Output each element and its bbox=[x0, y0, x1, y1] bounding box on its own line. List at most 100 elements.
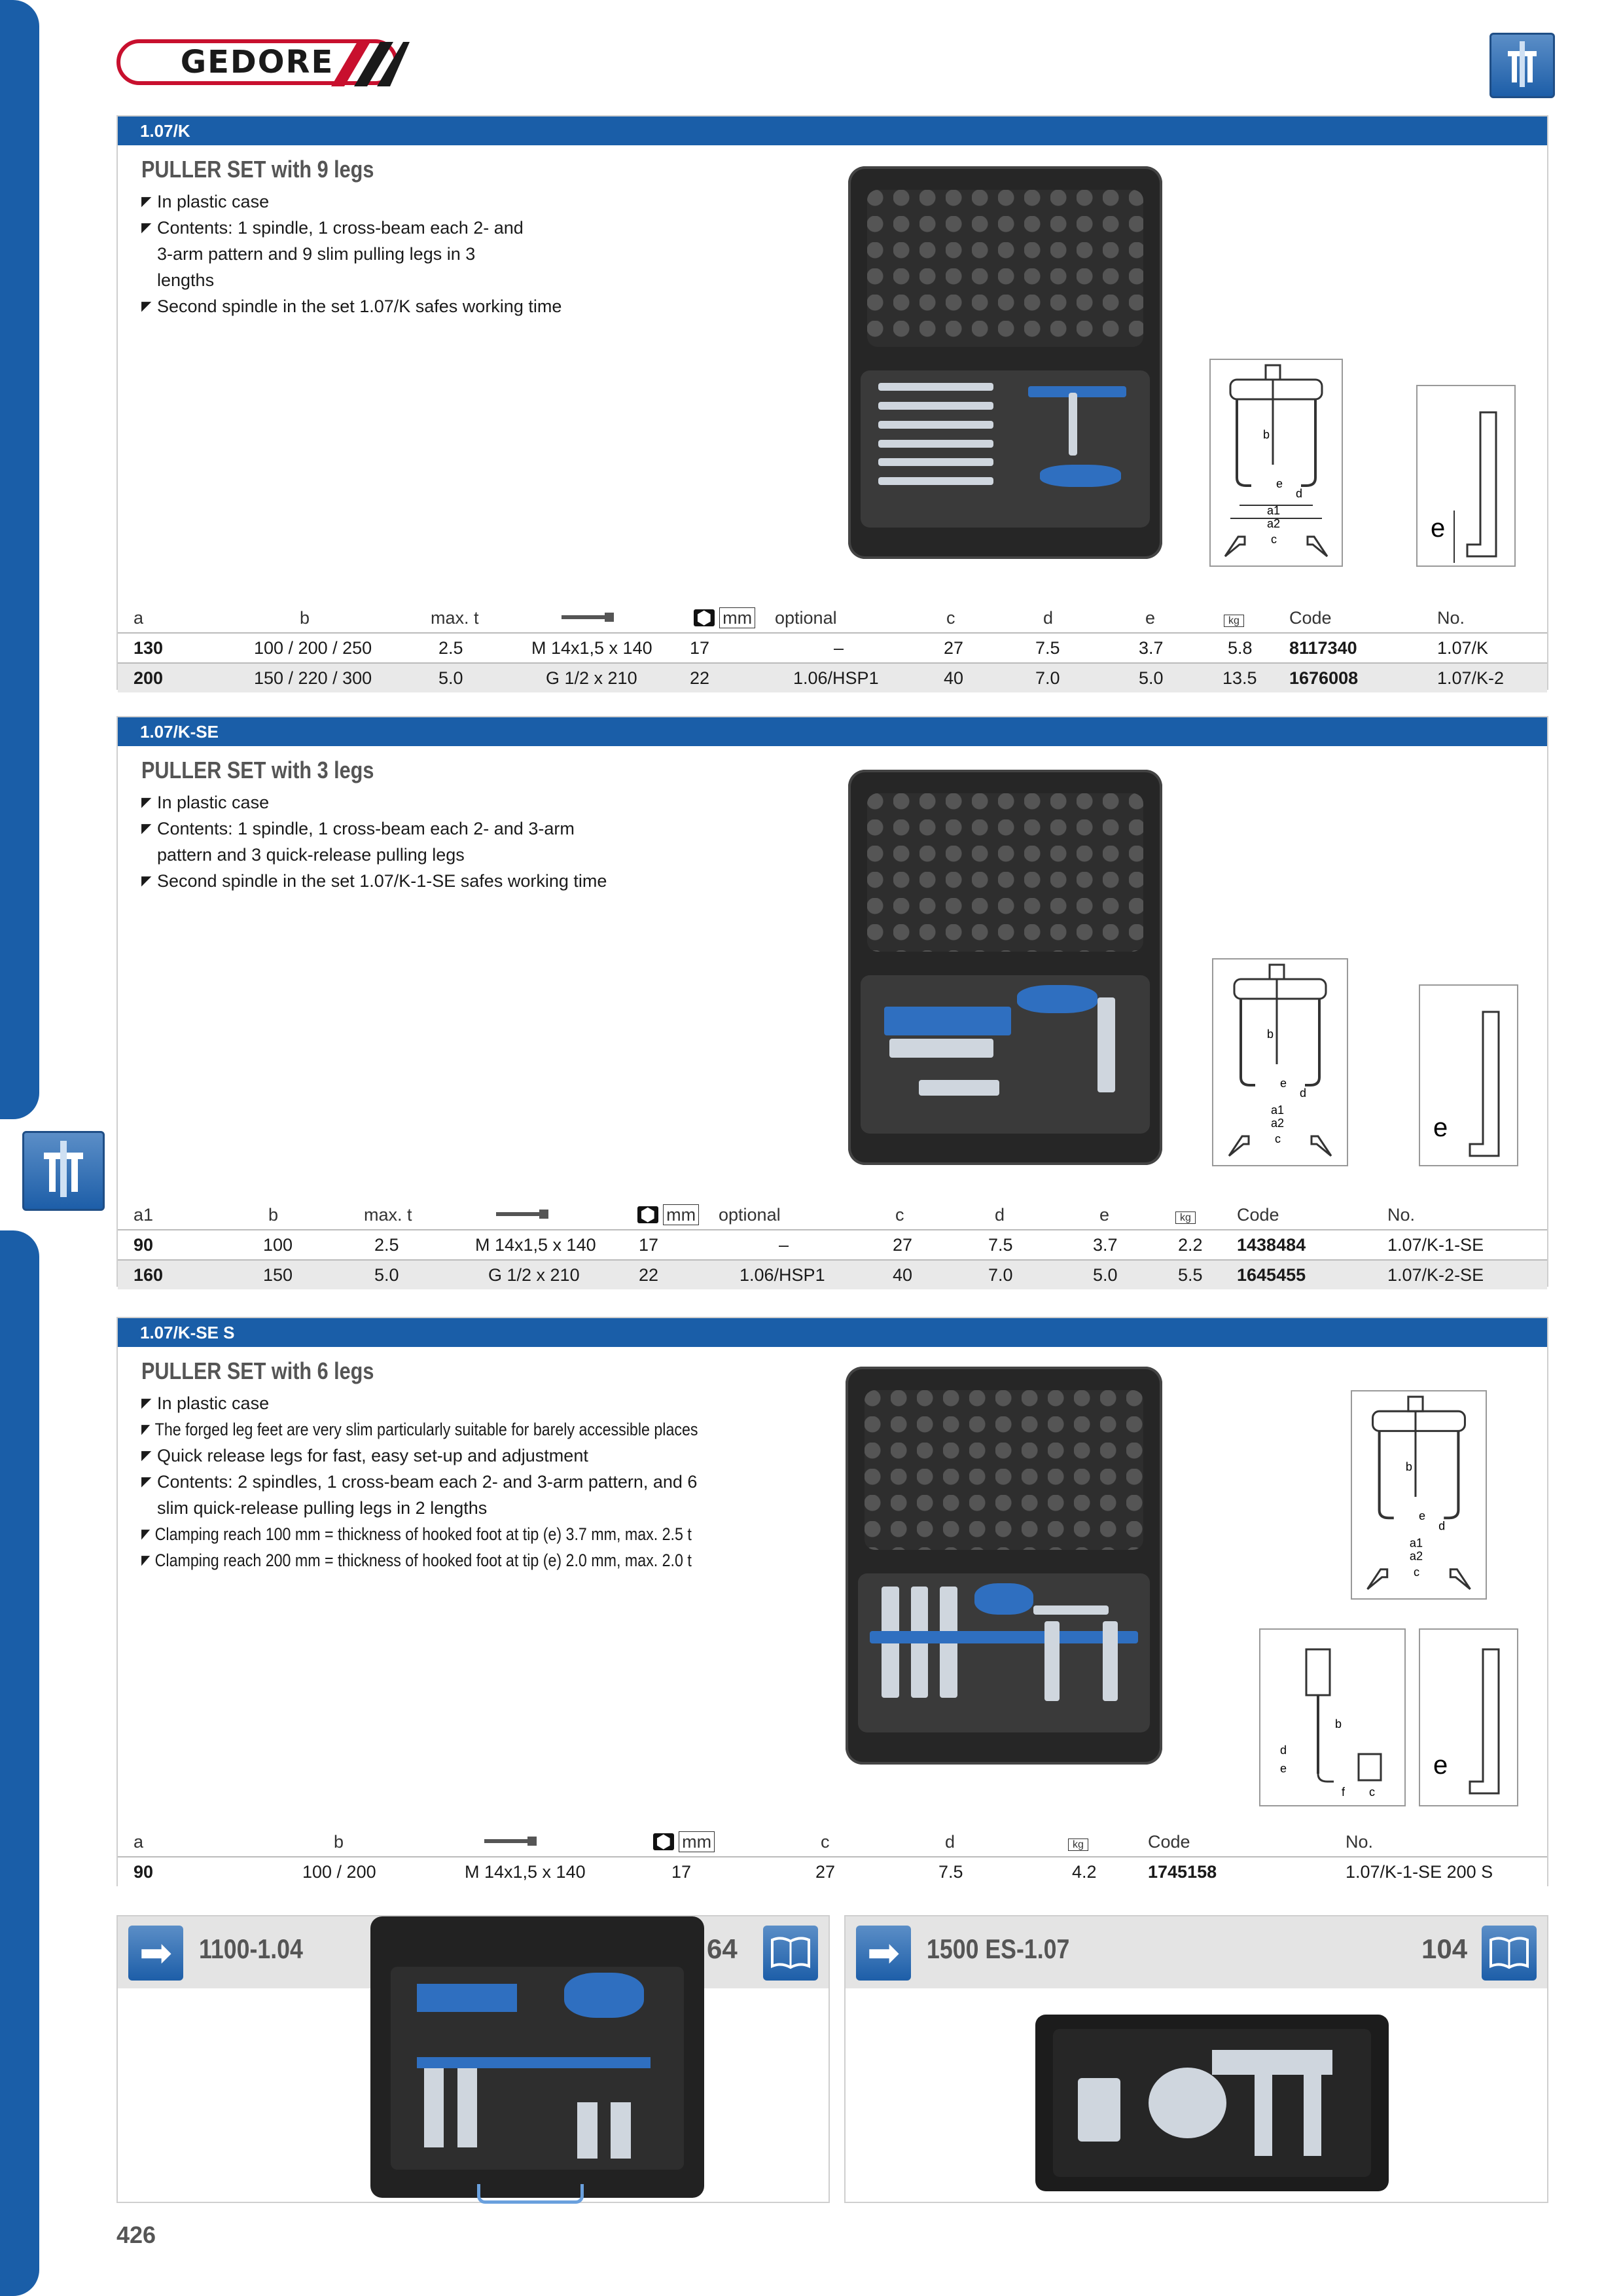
section-1-07-k: 1.07/K PULLER SET with 9 legs In plastic… bbox=[116, 115, 1548, 692]
wrench-size-icon: ⬢ mm bbox=[637, 1200, 700, 1229]
catalog-book-icon[interactable] bbox=[763, 1926, 818, 1981]
col-header: mm bbox=[679, 1831, 715, 1852]
section-code: 1.07/K-SE S bbox=[118, 1318, 1547, 1347]
cell-spindle: G 1/2 x 210 bbox=[546, 668, 637, 688]
dim-label-a2: a2 bbox=[1410, 1550, 1423, 1563]
quick-release-leg-diagram: b d e f c bbox=[1259, 1628, 1406, 1806]
cell-mm: 17 bbox=[639, 1235, 659, 1255]
col-header: d bbox=[945, 1832, 955, 1852]
dim-label-a1: a1 bbox=[1267, 504, 1280, 517]
spec-table: a b max. t ⬢ mm optional c d e kg Code N… bbox=[118, 603, 1547, 692]
reference-box-1100-1-04[interactable]: ➡ 1100-1.04 64 bbox=[116, 1915, 830, 2204]
cell-optional: – bbox=[779, 1235, 789, 1255]
cell-mm: 17 bbox=[671, 1862, 692, 1882]
col-header: optional bbox=[719, 1205, 781, 1225]
puller-dimension-diagram: b e d a1 a2 c bbox=[1212, 958, 1348, 1166]
dim-label-a1: a1 bbox=[1271, 1103, 1284, 1117]
dim-label-e: e bbox=[1433, 1751, 1448, 1780]
feature-item: Clamping reach 100 mm = thickness of hoo… bbox=[141, 1521, 762, 1547]
cell-kg: 4.2 bbox=[1072, 1862, 1097, 1882]
cell-e: 5.0 bbox=[1139, 668, 1164, 688]
col-header: optional bbox=[775, 608, 837, 628]
dim-label-c: c bbox=[1275, 1132, 1281, 1145]
col-header: No. bbox=[1346, 1832, 1374, 1852]
feature-item: Second spindle in the set 1.07/K-1-SE sa… bbox=[141, 868, 730, 894]
logo-slashes-icon bbox=[331, 42, 410, 86]
reference-box-1500-es-1-07[interactable]: ➡ 1500 ES-1.07 104 bbox=[844, 1915, 1548, 2203]
cell-c: 27 bbox=[815, 1862, 836, 1882]
cell-a: 130 bbox=[134, 638, 164, 658]
dim-label-c: c bbox=[1271, 533, 1277, 546]
product-photo-case bbox=[370, 1916, 704, 2204]
feature-item: Clamping reach 200 mm = thickness of hoo… bbox=[141, 1547, 762, 1573]
product-photo-case bbox=[846, 1367, 1162, 1765]
spindle-icon bbox=[484, 1827, 537, 1856]
dim-label-b: b bbox=[1406, 1460, 1412, 1473]
dim-label-e: e bbox=[1280, 1077, 1287, 1090]
table-header: a b ⬢ mm c d kg Code No. bbox=[118, 1827, 1547, 1856]
cell-mm: 17 bbox=[690, 638, 710, 658]
catalog-book-icon[interactable] bbox=[1482, 1926, 1537, 1981]
spec-table: a b ⬢ mm c d kg Code No. 90 100 / 200 M … bbox=[118, 1827, 1547, 1886]
page-number: 426 bbox=[116, 2221, 156, 2248]
section-title: PULLER SET with 3 legs bbox=[141, 757, 374, 783]
hook-foot-diagram: e bbox=[1416, 385, 1516, 567]
cell-max-t: 2.5 bbox=[438, 638, 463, 658]
cell-spindle: M 14x1,5 x 140 bbox=[475, 1235, 596, 1255]
dim-label-a2: a2 bbox=[1267, 517, 1280, 530]
feature-item: In plastic case bbox=[141, 789, 730, 816]
cell-no: 1.07/K bbox=[1437, 638, 1489, 658]
cell-c: 40 bbox=[893, 1265, 913, 1285]
arrow-right-icon[interactable]: ➡ bbox=[128, 1926, 183, 1981]
col-header: a1 bbox=[134, 1205, 154, 1225]
col-header: e bbox=[1099, 1205, 1110, 1225]
dim-label-d: d bbox=[1296, 487, 1302, 500]
dim-label-e: e bbox=[1276, 477, 1283, 490]
cell-c: 27 bbox=[893, 1235, 913, 1255]
dim-label-c: c bbox=[1414, 1566, 1419, 1579]
table-row: 200 150 / 220 / 300 5.0 G 1/2 x 210 22 1… bbox=[118, 662, 1547, 692]
table-header: a1 b max. t ⬢ mm optional c d e kg Code … bbox=[118, 1200, 1547, 1229]
dim-label-d: d bbox=[1280, 1744, 1287, 1757]
section-1-07-k-se-s: 1.07/K-SE S PULLER SET with 6 legs In pl… bbox=[116, 1317, 1548, 1886]
dim-label-c: c bbox=[1369, 1785, 1375, 1799]
arrow-right-icon[interactable]: ➡ bbox=[856, 1926, 911, 1981]
cell-code: 1745158 bbox=[1148, 1862, 1217, 1882]
feature-item: Contents: 1 spindle, 1 cross-beam each 2… bbox=[141, 816, 615, 868]
cell-spindle: M 14x1,5 x 140 bbox=[465, 1862, 586, 1882]
cell-c: 40 bbox=[944, 668, 964, 688]
col-header: mm bbox=[663, 1204, 700, 1225]
gedore-logo: GEDORE bbox=[116, 39, 398, 85]
reference-page[interactable]: 64 bbox=[707, 1933, 738, 1964]
cell-no: 1.07/K-1-SE bbox=[1387, 1235, 1484, 1255]
col-header: max. t bbox=[364, 1205, 412, 1225]
wrench-size-icon: ⬢ mm bbox=[694, 603, 756, 632]
cell-max-t: 5.0 bbox=[438, 668, 463, 688]
spindle-icon bbox=[496, 1200, 548, 1229]
puller-dimension-diagram: b e d a1 a2 c bbox=[1209, 359, 1343, 567]
spec-table: a1 b max. t ⬢ mm optional c d e kg Code … bbox=[118, 1200, 1547, 1289]
table-row: 130 100 / 200 / 250 2.5 M 14x1,5 x 140 1… bbox=[118, 632, 1547, 662]
section-title: PULLER SET with 9 legs bbox=[141, 156, 374, 183]
cell-b: 100 bbox=[263, 1235, 293, 1255]
cell-code: 1438484 bbox=[1237, 1235, 1306, 1255]
cell-b: 100 / 200 bbox=[302, 1862, 376, 1882]
reference-label[interactable]: 1100-1.04 bbox=[199, 1933, 303, 1964]
cell-kg: 5.5 bbox=[1178, 1265, 1203, 1285]
cell-e: 3.7 bbox=[1093, 1235, 1118, 1255]
col-header: Code bbox=[1237, 1205, 1279, 1225]
cell-d: 7.0 bbox=[988, 1265, 1013, 1285]
cell-a1: 160 bbox=[134, 1265, 164, 1285]
dim-label-f: f bbox=[1342, 1785, 1346, 1799]
table-header: a b max. t ⬢ mm optional c d e kg Code N… bbox=[118, 603, 1547, 632]
cell-max-t: 2.5 bbox=[374, 1235, 399, 1255]
dim-label-e: e bbox=[1433, 1113, 1448, 1142]
feature-item: Contents: 2 spindles, 1 cross-beam each … bbox=[141, 1469, 733, 1521]
feature-item: In plastic case bbox=[141, 188, 730, 215]
cell-code: 8117340 bbox=[1289, 638, 1357, 658]
cell-spindle: G 1/2 x 210 bbox=[488, 1265, 580, 1285]
dim-label-a2: a2 bbox=[1271, 1117, 1284, 1130]
reference-label[interactable]: 1500 ES-1.07 bbox=[927, 1933, 1070, 1964]
feature-item: The forged leg feet are very slim partic… bbox=[141, 1416, 762, 1443]
reference-page[interactable]: 104 bbox=[1421, 1933, 1468, 1964]
